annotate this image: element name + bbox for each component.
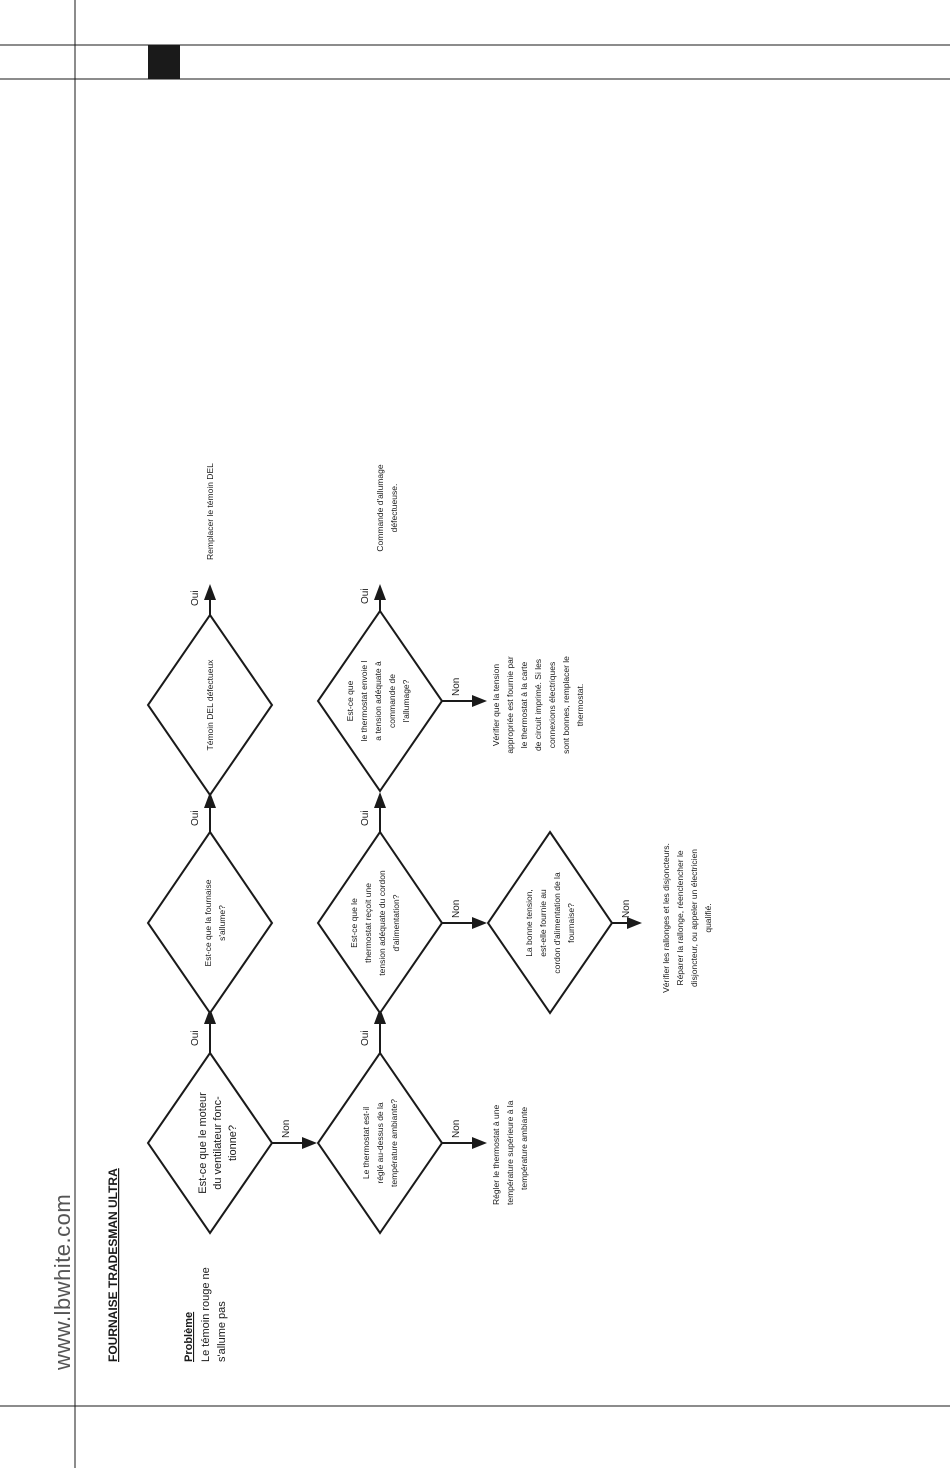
decision-tstat-voltage-line-3: tension adéquate du cordon: [377, 870, 387, 976]
action-check-cords-line-3: disjoncteur, ou appeler un électricien: [689, 849, 699, 987]
action-adjust-thermostat-line-1: Régler le thermostat à une: [491, 1105, 501, 1205]
diamond-power-cord: [486, 830, 614, 1015]
problem-line-1: Le témoin rouge ne: [200, 1267, 212, 1362]
decision-furnace-line-1: Est-ce que la fournaise: [203, 879, 213, 966]
label-yes-ignition: Oui: [360, 588, 371, 604]
arrow-furnace-to-led: [204, 792, 216, 808]
decision-setpoint-line-3: température ambiante?: [389, 1099, 399, 1187]
label-yes-led: Oui: [190, 590, 201, 606]
label-yes-fan: Oui: [190, 1030, 201, 1046]
label-no-tstat: Non: [451, 900, 462, 918]
decision-power-cord-line-2: est-elle fournie au: [538, 889, 548, 957]
action-ignition-control-line-1: Commande d'allumage: [375, 464, 385, 551]
decision-setpoint-line-2: réglé au-dessus de la: [375, 1102, 385, 1184]
arrow-ignition-to-check: [472, 695, 487, 707]
decision-ignition-voltage-line-3: a tension adéquate à: [373, 661, 383, 741]
arrow-ignition-to-control: [374, 584, 386, 600]
label-yes-furnace: Oui: [190, 810, 201, 826]
branch-labels: Oui Oui Oui Non Oui Oui Oui Non Non Non …: [190, 588, 632, 1138]
action-check-voltage-line-4: de circuit imprimé. Si les: [533, 659, 543, 751]
page-title: FOURNAISE TRADESMAN ULTRA: [106, 1168, 120, 1362]
decision-setpoint: Le thermostat est-il réglé au-dessus de …: [316, 1051, 444, 1235]
action-ignition-control-line-2: défectueuse.: [389, 484, 399, 533]
action-check-voltage-line-2: appropriée est fournie par: [505, 656, 515, 754]
action-check-voltage-line-6: sont bonnes, remplacer le: [561, 656, 571, 754]
diamond-furnace: [146, 830, 274, 1015]
label-no-ignition: Non: [451, 678, 462, 696]
decision-ignition-voltage-line-2: le thermostat envoie l: [359, 660, 369, 741]
action-adjust-thermostat: Régler le thermostat à une température s…: [491, 1100, 529, 1205]
arrow-fan-to-setpoint: [302, 1137, 317, 1149]
problem-heading: Problème: [183, 1312, 195, 1362]
decision-furnace: Est-ce que la fournaise s'allume?: [146, 830, 274, 1015]
arrow-setpoint-to-adjust: [472, 1137, 487, 1149]
arrow-fan-to-furnace: [204, 1008, 216, 1024]
arrow-setpoint-to-tstat: [374, 1008, 386, 1024]
website-url: www.lbwhite.com: [50, 1194, 75, 1371]
decision-fan-line-2: du ventilateur fonc-: [212, 1096, 224, 1190]
decision-tstat-voltage-line-4: d'alimentation?: [391, 894, 401, 951]
problem-block: Problème Le témoin rouge ne s'allume pas: [183, 1267, 228, 1362]
action-check-voltage-line-7: thermostat.: [575, 684, 585, 727]
action-adjust-thermostat-line-3: température ambiante: [519, 1107, 529, 1190]
label-no-powercord: Non: [621, 900, 632, 918]
action-adjust-thermostat-line-2: température supérieure à la: [505, 1100, 515, 1205]
action-check-cords-line-2: Réparer la rallonge, réenclencher le: [675, 850, 685, 985]
decision-fan-line-3: tionne?: [227, 1125, 239, 1161]
action-check-cords-line-1: Vérifier les rallonges et les disjoncteu…: [661, 843, 671, 993]
decision-power-cord-line-1: La bonne tension,: [524, 889, 534, 957]
connectors: [204, 584, 642, 1149]
decision-furnace-line-2: s'allume?: [217, 905, 227, 941]
decision-power-cord-line-4: fournaise?: [566, 903, 576, 943]
label-no-fan: Non: [281, 1120, 292, 1138]
problem-line-2: s'allume pas: [216, 1301, 228, 1362]
decision-setpoint-line-1: Le thermostat est-il: [361, 1107, 371, 1179]
decision-ignition-voltage-line-4: commande de: [387, 674, 397, 728]
action-check-voltage-line-5: connexions électriques: [547, 662, 557, 748]
decision-tstat-voltage: Est-ce que le thermostat reçoit une tens…: [316, 830, 444, 1015]
action-replace-led: Remplacer le témoin DEL: [205, 463, 215, 560]
decision-ignition-voltage-line-5: l'allumage?: [401, 679, 411, 722]
decision-fan-line-1: Est-ce que le moteur: [197, 1092, 209, 1194]
page-tab-marker: [148, 45, 180, 79]
label-yes-setpoint: Oui: [360, 1030, 371, 1046]
diamond-setpoint: [316, 1051, 444, 1235]
decision-led: Témoin DEL défectueux: [146, 613, 274, 797]
action-check-cords: Vérifier les rallonges et les disjoncteu…: [661, 843, 713, 993]
diamond-ignition-voltage: [316, 609, 444, 793]
label-yes-tstat: Oui: [360, 810, 371, 826]
diamond-fan: [146, 1051, 274, 1235]
decision-led-line-1: Témoin DEL défectueux: [205, 659, 215, 751]
label-no-setpoint: Non: [451, 1120, 462, 1138]
decision-ignition-voltage-line-1: Est-ce que: [345, 680, 355, 721]
decision-power-cord-line-3: cordon d'alimentation de la: [552, 872, 562, 974]
decision-ignition-voltage: Est-ce que le thermostat envoie l a tens…: [316, 609, 444, 793]
action-check-voltage-line-1: Vérifier que la tension: [491, 664, 501, 746]
arrow-tstat-to-ignition: [374, 792, 386, 808]
action-check-voltage: Vérifier que la tension appropriée est f…: [491, 656, 585, 754]
decision-tstat-voltage-line-2: thermostat reçoit une: [363, 883, 373, 963]
arrow-led-to-replace: [204, 584, 216, 600]
decision-tstat-voltage-line-1: Est-ce que le: [349, 898, 359, 948]
action-replace-led-line-1: Remplacer le témoin DEL: [205, 463, 215, 560]
decision-power-cord: La bonne tension, est-elle fournie au co…: [486, 830, 614, 1015]
arrow-tstat-to-powercord: [472, 917, 487, 929]
diamond-led: [146, 613, 274, 797]
action-check-voltage-line-3: le thermostat à la carte: [519, 662, 529, 749]
arrow-powercord-to-cords: [627, 917, 642, 929]
diamond-tstat-voltage: [316, 830, 444, 1015]
decision-fan: Est-ce que le moteur du ventilateur fonc…: [146, 1051, 274, 1235]
action-ignition-control: Commande d'allumage défectueuse.: [375, 464, 399, 551]
action-check-cords-line-4: qualifié.: [703, 903, 713, 932]
